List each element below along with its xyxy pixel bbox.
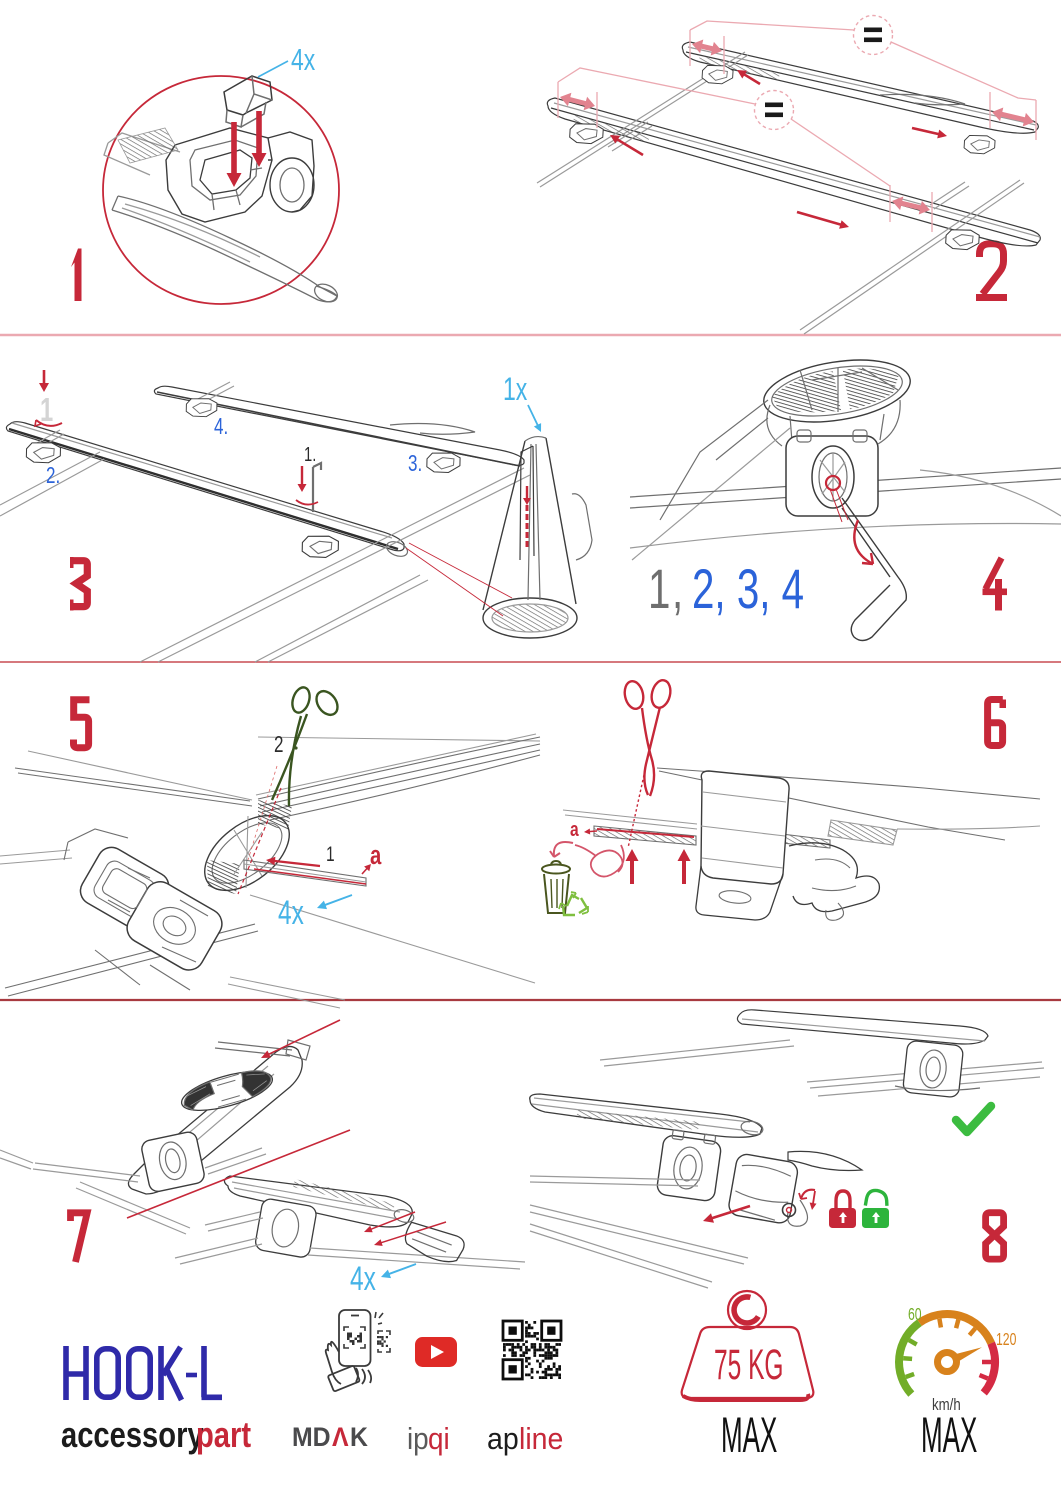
svg-text:,: ,	[672, 559, 683, 621]
svg-text:120: 120	[996, 1330, 1016, 1350]
svg-text:accessory: accessory	[61, 1414, 204, 1455]
svg-text:60: 60	[908, 1305, 922, 1325]
svg-text:a: a	[370, 841, 382, 870]
svg-text:1.: 1.	[304, 443, 316, 466]
svg-text:K: K	[350, 1423, 368, 1452]
svg-text:2.: 2.	[46, 464, 60, 489]
svg-text:a: a	[570, 818, 580, 840]
svg-text:4x: 4x	[291, 42, 316, 77]
svg-text:Λ: Λ	[332, 1423, 349, 1452]
svg-text:1: 1	[40, 392, 53, 429]
svg-text:75 KG: 75 KG	[714, 1342, 784, 1389]
svg-text:4.: 4.	[214, 415, 228, 440]
svg-text:2, 3, 4: 2, 3, 4	[692, 559, 804, 621]
svg-text:1: 1	[648, 559, 670, 621]
svg-text:MAX: MAX	[921, 1408, 977, 1463]
svg-text:3.: 3.	[408, 452, 422, 477]
svg-text:ap: ap	[487, 1422, 519, 1456]
svg-text:MAX: MAX	[721, 1408, 777, 1463]
svg-text:4x: 4x	[350, 1260, 376, 1298]
svg-text:1x: 1x	[503, 371, 527, 407]
svg-text:part: part	[196, 1414, 251, 1455]
svg-text:ip: ip	[407, 1422, 429, 1457]
svg-text:qi: qi	[428, 1422, 450, 1457]
svg-text:4x: 4x	[278, 894, 304, 932]
svg-text:line: line	[519, 1422, 563, 1456]
svg-text:2: 2	[274, 733, 283, 758]
svg-text:km/h: km/h	[932, 1396, 961, 1415]
svg-text:MD: MD	[292, 1423, 331, 1452]
svg-text:1: 1	[326, 842, 335, 866]
